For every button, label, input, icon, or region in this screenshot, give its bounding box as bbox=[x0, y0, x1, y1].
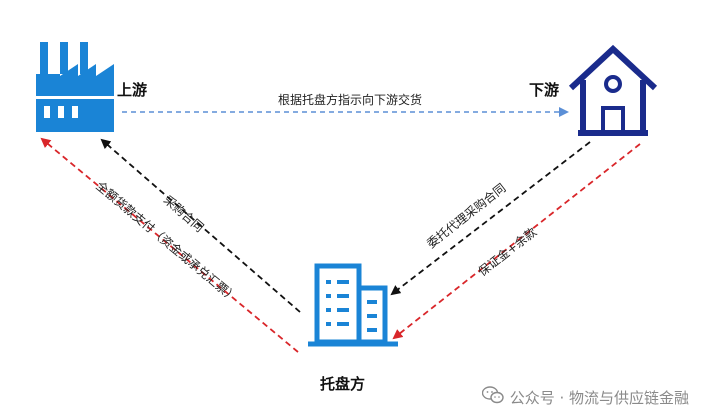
arrow-platform-to-upstream bbox=[100, 138, 301, 313]
edge-label-top: 根据托盘方指示向下游交货 bbox=[278, 93, 423, 107]
platform-label: 托盘方 bbox=[320, 375, 366, 393]
watermark: 公众号 · 物流与供应链金融 bbox=[481, 386, 689, 408]
arrow-payment-to-upstream bbox=[40, 137, 299, 353]
arrow-downstream-to-platform-contract bbox=[390, 141, 591, 296]
arrow-downstream-to-platform-payment bbox=[392, 143, 641, 340]
house-icon bbox=[568, 44, 658, 136]
downstream-label: 下游 bbox=[529, 81, 560, 99]
building-icon bbox=[308, 263, 398, 347]
watermark-text: 公众号 · 物流与供应链金融 bbox=[509, 388, 689, 407]
upstream-label: 上游 bbox=[117, 81, 148, 99]
factory-icon bbox=[36, 42, 114, 132]
wechat-icon bbox=[481, 386, 504, 408]
